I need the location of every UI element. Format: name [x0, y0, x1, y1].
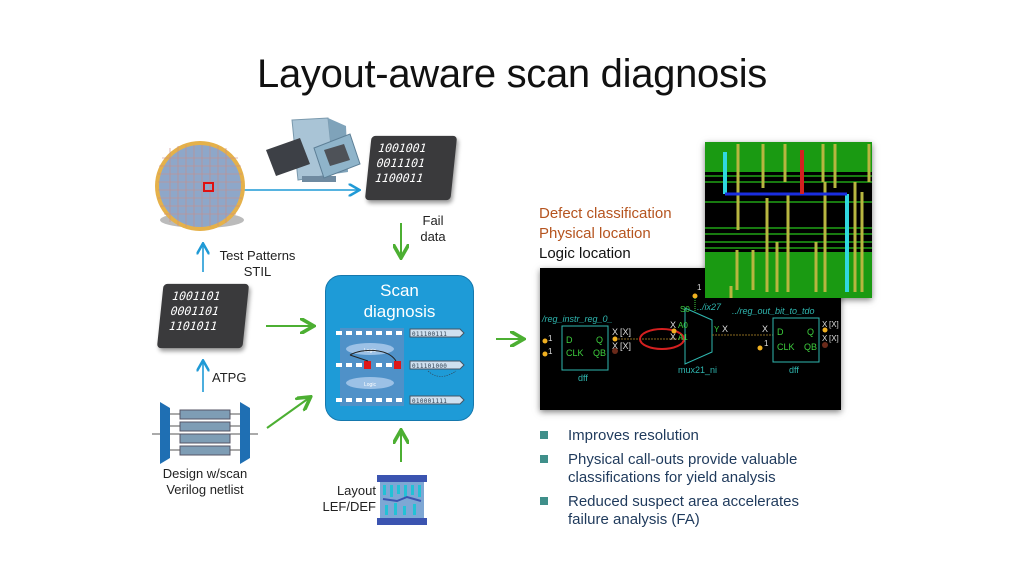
layout-label: Layout LEF/DEF [320, 483, 376, 515]
logic-label: Logic [364, 382, 376, 388]
scan-title-line: Scan [380, 281, 419, 300]
fail-data-label: Fail data [408, 213, 458, 245]
scan-diagnosis-box: Scan diagnosis Logic Logic 011100111 011… [325, 275, 474, 421]
defect-die-marker [203, 182, 214, 192]
bullet-text: Reduced suspect area accelerates [568, 493, 799, 510]
fail-bits-row: 1100011 [374, 171, 425, 186]
scan-chain-value: 010001111 [412, 398, 447, 405]
test-patterns-line: STIL [243, 264, 272, 279]
val-xb: [X] [620, 341, 631, 351]
fail-bits-row: 0011101 [375, 155, 426, 171]
pattern-bits-row: 0001101 [169, 303, 220, 319]
val-one: 1 [548, 334, 553, 343]
scan-chain-value: 011101000 [412, 363, 447, 370]
logic-label: Logic [364, 348, 376, 354]
scan-diagnosis-title: Scan diagnosis [326, 280, 473, 322]
pin-clk: CLK [566, 348, 584, 358]
test-patterns-label: Test Patterns STIL [210, 248, 305, 280]
layout-icon [377, 475, 427, 525]
pin-q: Q [596, 335, 603, 345]
result-annotations: Defect classification Physical location … [539, 204, 672, 264]
test-pattern-sheet: 1001101 0001101 1101011 [156, 283, 250, 349]
val-one: 1 [548, 347, 553, 356]
scan-title-line: diagnosis [363, 302, 436, 321]
tester-image [266, 117, 361, 182]
mux-instance-name: ../ix27 [697, 302, 722, 312]
defect-callout-circle [639, 328, 685, 350]
pattern-bits-row: 1001101 [171, 288, 222, 303]
fail-label-line: data [420, 229, 446, 244]
right-flop-cell: dff [789, 365, 799, 375]
pin-a0: A0 [678, 321, 688, 330]
pattern-bits-row: 1101011 [168, 319, 219, 334]
val-x: X [722, 324, 728, 334]
annotation-logic-location: Logic location [539, 245, 631, 262]
right-instance-name: ../reg_out_bit_to_tdo [732, 306, 815, 316]
pin-d: D [777, 327, 784, 337]
test-patterns-line: Test Patterns [219, 248, 296, 263]
val-one: 1 [764, 339, 769, 348]
netlist-icon [152, 402, 258, 464]
arrow-design-to-scan [266, 398, 309, 429]
scan-chain-value: 011100111 [412, 331, 447, 338]
fail-label-line: Fail [422, 213, 444, 228]
pin-y: Y [714, 325, 720, 334]
pin-d: D [566, 335, 573, 345]
val-xb: [X] [829, 334, 839, 343]
val-one: 1 [697, 283, 702, 292]
left-instance-name: /reg_instr_reg_0_ [541, 314, 613, 324]
bullet-text: Improves resolution [568, 427, 699, 444]
layout-label-line: LEF/DEF [322, 499, 376, 514]
wafer-image [155, 141, 245, 231]
layout-label-line: Layout [336, 483, 376, 498]
annotation-physical-location: Physical location [539, 225, 651, 242]
pin-qb: QB [593, 348, 606, 358]
val-x: X [612, 341, 618, 351]
annotation-defect-classification: Defect classification [539, 205, 672, 222]
bullet-icon [540, 497, 548, 505]
bullet-icon [540, 455, 548, 463]
bullet-icon [540, 431, 548, 439]
fail-bits-row: 1001001 [377, 140, 428, 155]
design-label-line: Design w/scan [162, 466, 248, 481]
val-x: X [822, 320, 828, 329]
pin-q: Q [807, 327, 814, 337]
schematic-diagram: /reg_instr_reg_0_ D Q CLK QB dff 1 1 X [… [541, 283, 839, 383]
bullet-text: Physical call-outs provide valuable [568, 451, 798, 468]
val-xb: [X] [620, 327, 631, 337]
bullet-text: classifications for yield analysis [568, 469, 776, 486]
val-x: X [670, 332, 676, 342]
val-x: X [612, 327, 618, 337]
val-x: X [822, 334, 828, 343]
val-x: X [670, 320, 676, 330]
left-flop-cell: dff [578, 373, 588, 383]
physical-layout-panel [705, 142, 872, 298]
design-label: Design w/scan Verilog netlist [140, 466, 270, 498]
mux-cell-name: mux21_ni [678, 365, 717, 375]
fail-data-sheet: 1001001 0011101 1100011 [364, 135, 458, 201]
pin-clk: CLK [777, 342, 795, 352]
design-label-line: Verilog netlist [166, 482, 244, 497]
atpg-label: ATPG [212, 370, 247, 385]
bullet-text: failure analysis (FA) [568, 511, 700, 528]
slide-title: Layout-aware scan diagnosis [257, 52, 767, 96]
pin-qb: QB [804, 342, 817, 352]
physical-layout-diagram [705, 144, 872, 298]
val-x: X [762, 324, 768, 334]
pin-s0: S0 [680, 305, 690, 314]
pin-a1: A1 [678, 333, 688, 342]
val-xb: [X] [829, 320, 839, 329]
scan-chain-diagram: Logic Logic 011100111 011101000 01000111… [336, 328, 465, 406]
